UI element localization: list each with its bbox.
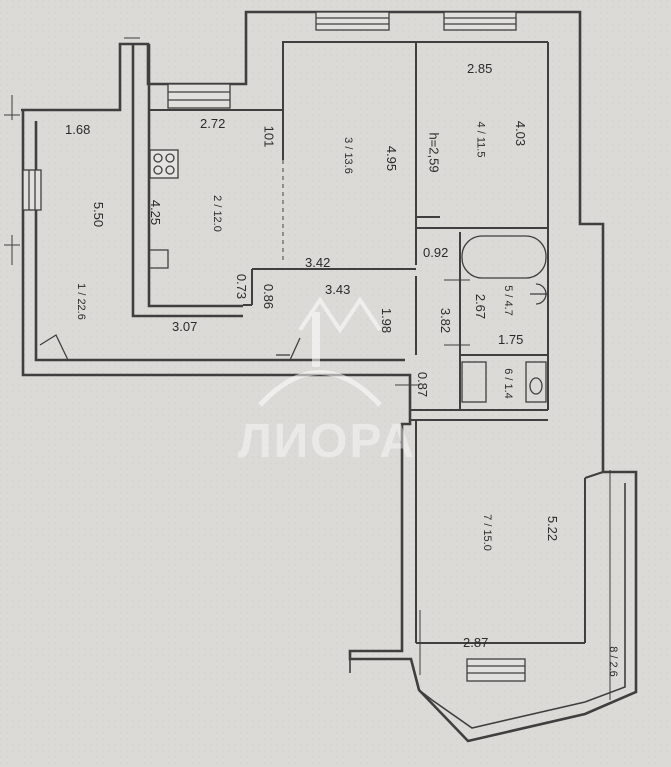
dimension-2-72: 2.72 [200, 116, 226, 131]
dimension-1-75: 1.75 [498, 332, 524, 347]
interior-walls [149, 41, 604, 644]
dimension-3-82: 3.82 [438, 307, 454, 334]
dimension-1-68: 1.68 [65, 122, 91, 137]
dimension-1-01: 101 [261, 125, 277, 148]
dimension-1-98: 1.98 [379, 307, 395, 334]
windows [22, 11, 526, 682]
dimension-5-22: 5.22 [545, 515, 561, 542]
dimension-0-86: 0.86 [261, 283, 277, 310]
balcony [349, 483, 626, 729]
dimension-2-67: 2.67 [473, 293, 489, 320]
fixtures [39, 149, 548, 403]
dimension-5-50: 5.50 [91, 201, 107, 228]
dimension-2-85: 2.85 [467, 61, 493, 76]
room-6-label: 6 / 1.4 [501, 368, 514, 399]
dimension-0-87: 0.87 [415, 371, 431, 398]
room-2-label: 2 / 12.0 [210, 195, 223, 232]
dimension-4-25: 4.25 [148, 199, 164, 226]
dimension-3-07: 3.07 [172, 319, 198, 334]
watermark-logo-icon [258, 296, 382, 407]
dimension-0-73: 0.73 [234, 273, 250, 300]
ceiling-height: h=2,59 [426, 132, 442, 173]
dimension-4-95: 4.95 [384, 145, 400, 172]
dimension-3-42: 3.42 [305, 255, 331, 270]
dimension-0-92: 0.92 [423, 245, 449, 260]
room-7-label: 7 / 15.0 [480, 514, 493, 551]
dimension-lines [4, 37, 611, 700]
dimension-4-03: 4.03 [513, 120, 529, 147]
room-5-label: 5 / 4.7 [501, 285, 514, 316]
dimension-3-43: 3.43 [325, 282, 351, 297]
room-4-label: 4 / 11.5 [474, 121, 487, 158]
room-8-label: 8 / 2.6 [606, 646, 619, 677]
room-1-label: 1 / 22.6 [74, 283, 87, 320]
dimension-2-87: 2.87 [463, 635, 489, 650]
watermark-text: ЛИОРА [238, 415, 416, 468]
room-3-label: 3 / 13.6 [341, 137, 354, 174]
